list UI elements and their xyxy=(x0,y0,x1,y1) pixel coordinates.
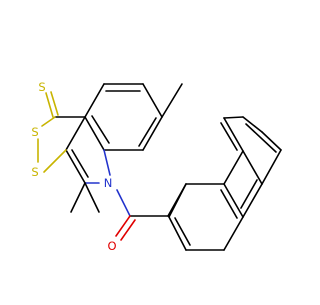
bond xyxy=(71,149,89,178)
bond xyxy=(240,179,258,209)
thione-bond xyxy=(50,91,59,116)
bond xyxy=(142,116,163,151)
atom-label-n: N xyxy=(104,176,113,190)
molecule-diagram: S S S N O xyxy=(31,80,282,253)
bond xyxy=(84,116,105,151)
methyl-bond xyxy=(161,83,183,118)
bond xyxy=(245,123,277,153)
bond xyxy=(168,183,187,218)
bond xyxy=(41,116,56,127)
bond xyxy=(174,217,191,246)
bond xyxy=(168,216,187,251)
bond xyxy=(242,116,263,133)
methyl-bond xyxy=(70,182,86,213)
atom-label-s-thione: S xyxy=(38,80,45,94)
bond xyxy=(65,149,86,184)
bond xyxy=(84,83,105,118)
bond xyxy=(242,183,263,218)
bond xyxy=(223,183,244,218)
bond xyxy=(65,116,86,151)
bond xyxy=(43,149,67,173)
methyl-bond xyxy=(84,182,100,213)
bond xyxy=(223,117,244,152)
bond xyxy=(261,131,282,151)
bond xyxy=(223,116,244,119)
structure-canvas: S S S N O xyxy=(31,80,282,253)
bond xyxy=(116,189,131,217)
bond xyxy=(261,149,282,185)
bond xyxy=(223,150,244,185)
bond xyxy=(223,216,244,251)
bond xyxy=(142,83,163,118)
thione-bond xyxy=(45,92,54,118)
bond xyxy=(220,122,238,151)
carbonyl-bond xyxy=(115,215,131,237)
bond xyxy=(138,117,157,147)
bond xyxy=(220,189,238,219)
bond xyxy=(91,115,110,144)
atom-label-s-ring-bottom: S xyxy=(31,165,38,179)
atom-label-s-ring-top: S xyxy=(31,125,38,139)
atom-label-o: O xyxy=(107,239,116,253)
bond xyxy=(103,149,111,176)
carbonyl-bond xyxy=(120,219,136,241)
bond xyxy=(242,150,263,185)
